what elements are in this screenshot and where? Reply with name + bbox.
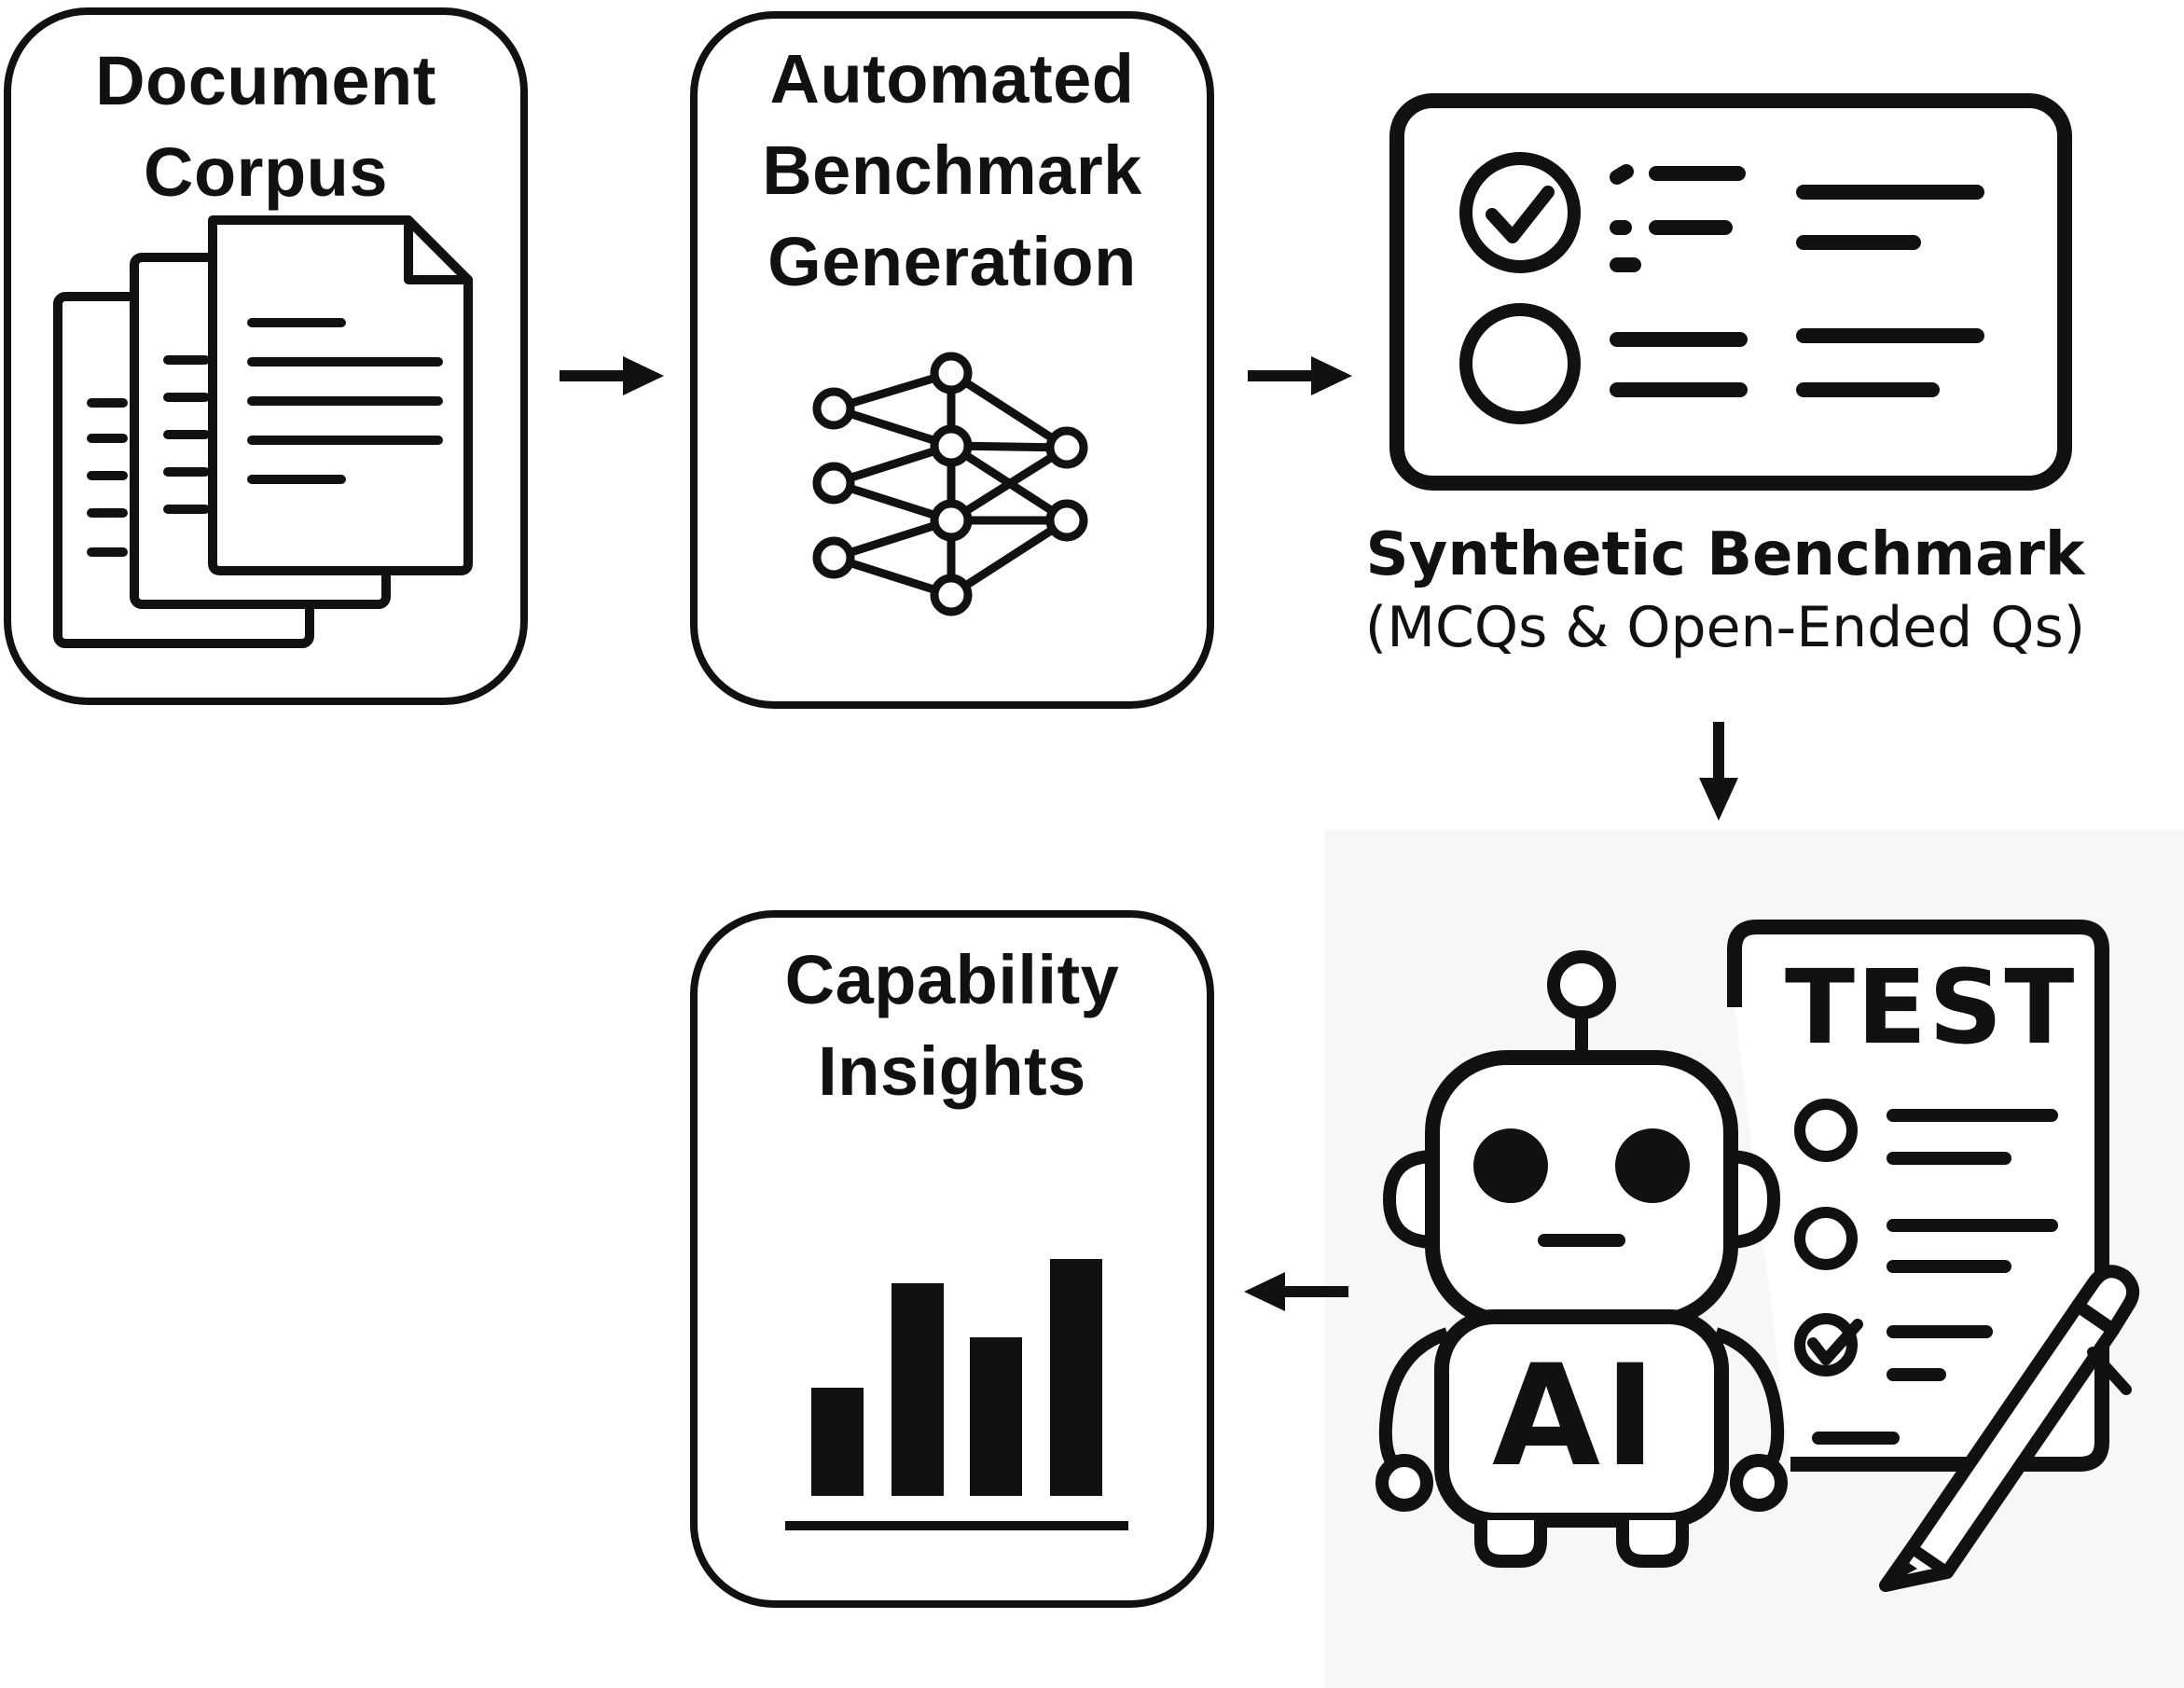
document-corpus-title: Document Corpus	[95, 42, 436, 211]
quiz-form-icon	[1389, 93, 2072, 491]
robot-icon	[1375, 950, 1788, 1568]
bar-chart-bar	[1050, 1259, 1102, 1496]
test-sheet-icon	[1727, 920, 2109, 1472]
capability-insights-card: Capability Insights	[690, 910, 1214, 1608]
neural-network-icon	[812, 352, 1088, 616]
capability-insights-title: Capability Insights	[784, 941, 1120, 1110]
synthetic-benchmark-subtitle: (MCQs & Open-Ended Qs)	[1364, 595, 2086, 660]
bar-chart-icon	[785, 1259, 1128, 1530]
arrow-right-icon	[1248, 356, 1352, 395]
test-label: TEST	[1785, 948, 2077, 1067]
arrow-left-icon	[1244, 1272, 1348, 1311]
benchmark-generation-card: Automated Benchmark Generation	[690, 11, 1214, 709]
synthetic-benchmark-caption: Synthetic Benchmark (MCQs & Open-Ended Q…	[1324, 519, 2126, 664]
ai-label: AI	[1492, 1335, 1660, 1498]
synthetic-benchmark-title: Synthetic Benchmark	[1365, 520, 2085, 589]
arrow-right-icon	[560, 356, 664, 395]
bar-chart-bar	[811, 1388, 864, 1496]
pencil-icon	[1879, 1265, 2140, 1592]
documents-icon	[53, 215, 473, 648]
bar-chart-bar	[892, 1283, 944, 1496]
arrow-down-icon	[1699, 722, 1738, 821]
benchmark-generation-title: Automated Benchmark Generation	[762, 40, 1142, 300]
bar-chart-bar	[970, 1337, 1022, 1496]
